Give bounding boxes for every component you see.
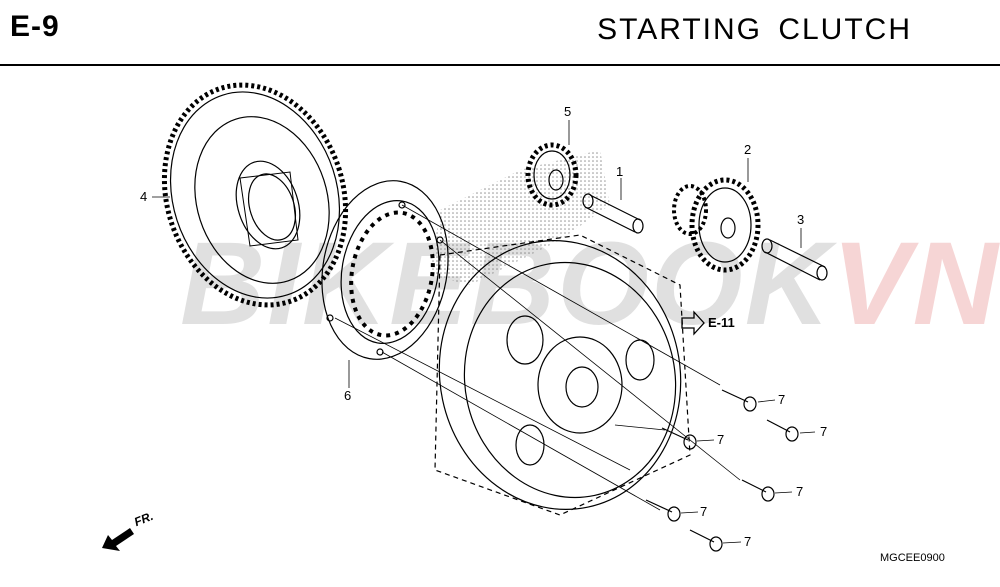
callout-part-7: 7 (778, 392, 786, 407)
bolts (645, 389, 799, 552)
leader-lines (152, 120, 816, 544)
callout-part-6: 6 (344, 388, 352, 403)
shaft-short (582, 193, 644, 234)
reference-arrow (681, 310, 705, 336)
watermark-text-b: VN (831, 218, 1000, 350)
bolt-4 (741, 479, 775, 502)
callout-part-3: 3 (797, 212, 805, 227)
callout-part-4: 4 (140, 189, 148, 204)
section-title: STARTING CLUTCH (597, 13, 912, 46)
bolt-6 (689, 529, 723, 552)
callout-part-2: 2 (744, 142, 752, 157)
callout-part-7: 7 (700, 504, 708, 519)
callout-part-1: 1 (616, 164, 624, 179)
callout-part-7: 7 (796, 484, 804, 499)
diagram-code: MGCEE0900 (880, 552, 945, 564)
header-divider (0, 64, 1000, 66)
callout-part-5: 5 (564, 104, 572, 119)
starter-driven-gear (161, 82, 349, 308)
assembly-lines (334, 204, 741, 511)
callout-part-7: 7 (744, 534, 752, 549)
reduction-gear (525, 142, 579, 208)
bolt-3 (661, 427, 697, 450)
reference-label: E-11 (708, 315, 735, 330)
bolt-5 (645, 499, 681, 522)
bolt-2 (766, 419, 799, 442)
bolt-1 (721, 389, 757, 412)
front-arrow-icon (102, 528, 134, 551)
shaft-long (761, 238, 828, 281)
callout-part-7: 7 (820, 424, 828, 439)
callout-part-7: 7 (717, 432, 725, 447)
idle-gear (672, 177, 761, 273)
shaded-area (430, 150, 610, 285)
section-code: E-9 (10, 10, 60, 43)
one-way-clutch (321, 180, 449, 360)
